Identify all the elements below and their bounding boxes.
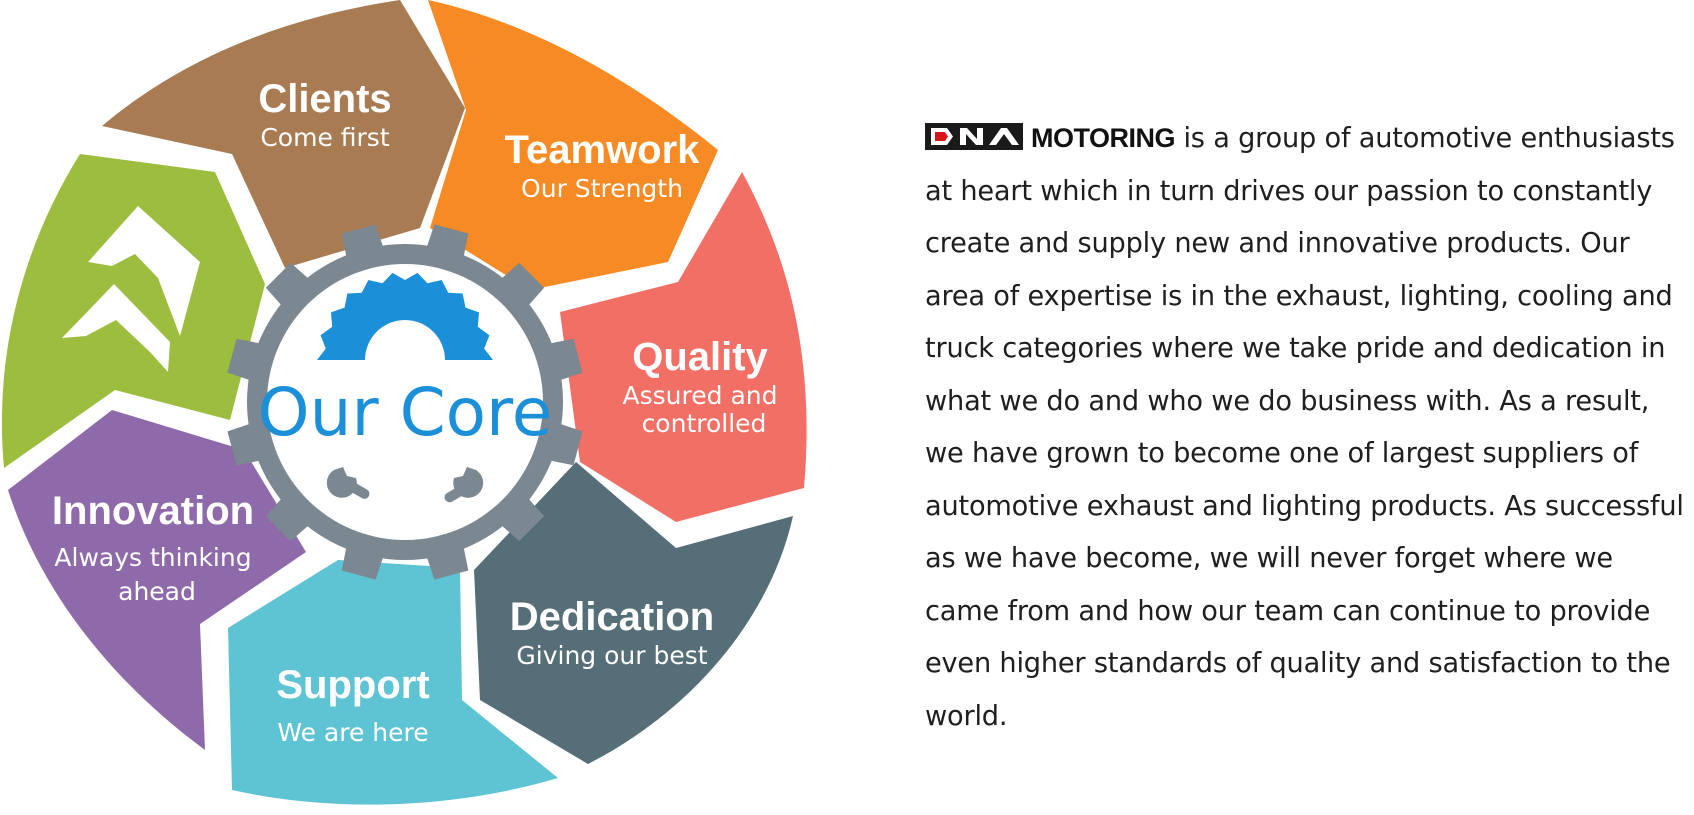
segment-teamwork [428, 0, 718, 290]
innovation-subtitle-line2: ahead [118, 577, 196, 606]
support-title: Support [276, 663, 429, 707]
gear-tooth [265, 262, 314, 311]
dedication-title: Dedication [510, 595, 714, 639]
center-label: Our Core [258, 374, 553, 451]
segment-dedication [474, 462, 793, 764]
innovation-subtitle-line1: Always thinking [54, 543, 251, 572]
dna-logo [925, 123, 1023, 150]
about-text: is a group of automotive enthusiasts at … [925, 123, 1684, 732]
brand-lockup: MOTORING [925, 112, 1176, 166]
quality-title: Quality [632, 335, 768, 379]
segment-quality [560, 172, 807, 522]
teamwork-title: Teamwork [505, 128, 701, 172]
quality-subtitle-line1: Assured and [623, 381, 778, 410]
innovation-title: Innovation [52, 489, 254, 533]
gear-tooth [496, 262, 545, 311]
gear-tooth [265, 493, 314, 542]
clients-title: Clients [258, 77, 391, 121]
teamwork-subtitle: Our Strength [521, 174, 683, 203]
segment-support [228, 560, 558, 805]
segment-clients [102, 0, 465, 268]
wrench-icon-right [444, 467, 484, 503]
brand-name: MOTORING [1031, 123, 1176, 153]
segment-innovation [8, 410, 306, 750]
wrench-icon-left [326, 467, 370, 499]
dedication-subtitle: Giving our best [516, 641, 707, 670]
double-chevron-icon [62, 206, 200, 372]
support-subtitle: We are here [277, 718, 428, 747]
gear-tooth [496, 493, 545, 542]
gear-icon [227, 224, 583, 580]
about-paragraph: MOTORING is a group of automotive enthus… [925, 112, 1691, 743]
core-values-wheel: Our Core Clients Come first Teamwork Our… [1, 0, 807, 805]
clients-subtitle: Come first [260, 123, 389, 152]
blue-gear-arc [317, 272, 493, 360]
quality-subtitle-line2: controlled [642, 409, 767, 438]
